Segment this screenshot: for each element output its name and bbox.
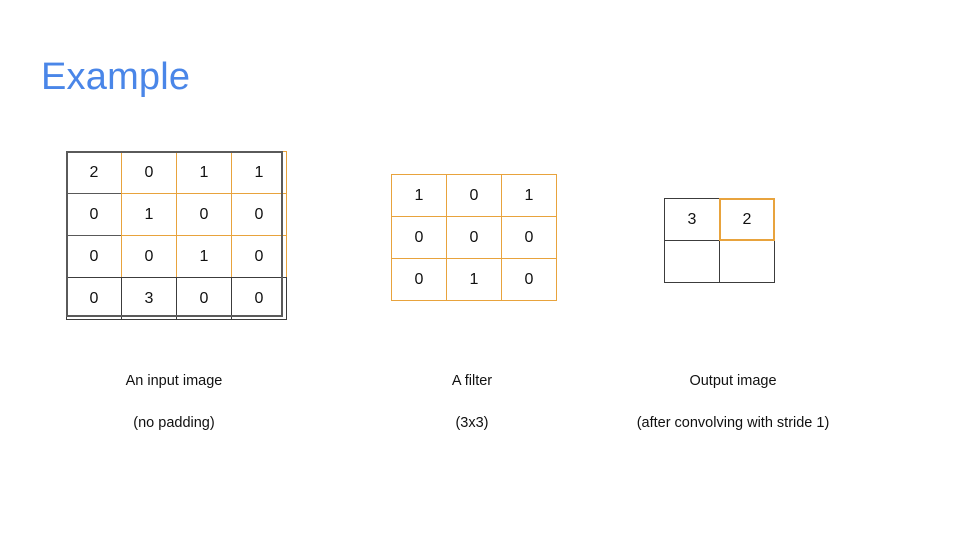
filter-grid: 1 0 1 0 0 0 0 1 0 <box>391 174 557 301</box>
output-image-caption: Output image (after convolving with stri… <box>578 350 888 455</box>
input-cell-r1c1: 1 <box>121 193 177 236</box>
filter-caption-line2: (3x3) <box>455 415 489 431</box>
input-cell-r2c1: 0 <box>121 235 177 278</box>
page-title: Example <box>41 56 191 98</box>
output-cell-r0c0: 3 <box>664 198 720 241</box>
filter-figure: 1 0 1 0 0 0 0 1 0 <box>391 174 557 301</box>
filter-cell-r1c0: 0 <box>391 216 447 259</box>
input-image-grid: 2 0 1 1 0 1 0 0 0 0 1 0 0 3 0 0 <box>66 151 287 320</box>
input-cell-r2c0: 0 <box>66 235 122 278</box>
filter-cell-r2c0: 0 <box>391 258 447 301</box>
filter-cell-r0c0: 1 <box>391 174 447 217</box>
input-cell-r0c1: 0 <box>121 151 177 194</box>
filter-cell-r2c2: 0 <box>501 258 557 301</box>
output-cell-r0c1: 2 <box>719 198 775 241</box>
input-cell-r3c1: 3 <box>121 277 177 320</box>
filter-cell-r1c1: 0 <box>446 216 502 259</box>
output-caption-line1: Output image <box>689 373 777 389</box>
input-cell-r2c3: 0 <box>231 235 287 278</box>
input-cell-r2c2: 1 <box>176 235 232 278</box>
filter-cell-r2c1: 1 <box>446 258 502 301</box>
filter-cell-r0c2: 1 <box>501 174 557 217</box>
input-cell-r0c0: 2 <box>66 151 122 194</box>
output-cell-r1c0 <box>664 240 720 283</box>
input-cell-r3c2: 0 <box>176 277 232 320</box>
filter-cell-r0c1: 0 <box>446 174 502 217</box>
input-cell-r3c0: 0 <box>66 277 122 320</box>
input-cell-r0c3: 1 <box>231 151 287 194</box>
filter-caption-line1: A filter <box>451 373 493 389</box>
input-cell-r1c2: 0 <box>176 193 232 236</box>
input-cell-r1c3: 0 <box>231 193 287 236</box>
input-caption-line1: An input image <box>125 373 223 389</box>
output-image-figure: 3 2 <box>664 198 775 283</box>
input-cell-r1c0: 0 <box>66 193 122 236</box>
output-caption-line2: (after convolving with stride 1) <box>636 415 830 431</box>
input-caption-line2: (no padding) <box>133 415 215 431</box>
output-cell-r1c1 <box>719 240 775 283</box>
output-image-grid: 3 2 <box>664 198 775 283</box>
input-image-figure: 2 0 1 1 0 1 0 0 0 0 1 0 0 3 0 0 <box>66 151 287 320</box>
input-image-caption: An input image (no padding) <box>24 350 324 455</box>
filter-caption: A filter (3x3) <box>352 350 592 455</box>
input-cell-r3c3: 0 <box>231 277 287 320</box>
input-cell-r0c2: 1 <box>176 151 232 194</box>
filter-cell-r1c2: 0 <box>501 216 557 259</box>
